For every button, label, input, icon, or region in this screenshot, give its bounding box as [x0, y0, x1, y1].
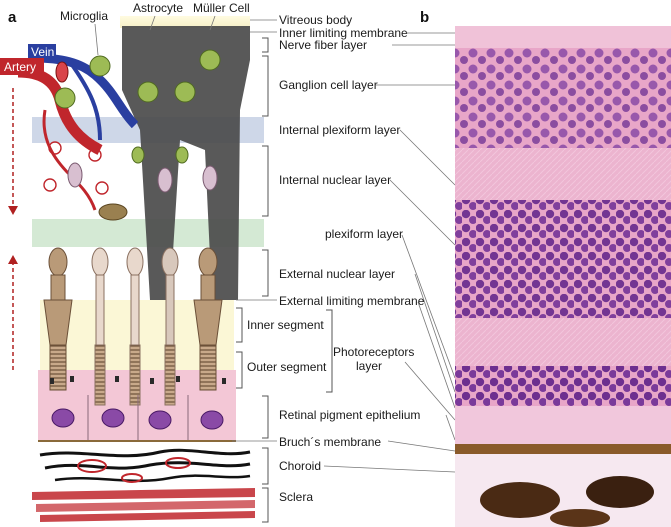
ganglion-cell [54, 87, 76, 109]
ganglion-cell [137, 81, 159, 103]
vein-label: Vein [31, 45, 54, 59]
ganglion-cell [199, 49, 221, 71]
plexiform-layer-label: plexiform layer [325, 227, 403, 241]
artery-cross-section [55, 61, 69, 83]
capillary-node [43, 178, 57, 192]
bruchs-membrane-label: Bruch´s membrane [279, 435, 381, 449]
artery-label: Artery [4, 60, 36, 74]
photoreceptor-rod [126, 247, 144, 406]
capillary-node [95, 181, 109, 195]
ganglion-cells [54, 49, 221, 109]
internal-nuclear-layer-label: Internal nuclear layer [279, 173, 391, 187]
ganglion-cell [174, 81, 196, 103]
bipolar-cell [67, 162, 83, 188]
histology-nerve-fiber [455, 26, 671, 48]
histology-choroid-melanin [480, 482, 560, 518]
muller-cell-label: Müller Cell [193, 1, 250, 15]
capillary-node [48, 141, 62, 155]
photoreceptor-rod [161, 247, 179, 406]
rpe-nucleus [148, 410, 172, 430]
photoreceptors [43, 247, 223, 406]
nerve-fiber-layer-label: Nerve fiber layer [279, 38, 367, 52]
vitreous-body-band [120, 16, 250, 28]
bipolar-cells [67, 146, 218, 193]
histology-rpe [455, 444, 671, 454]
amacrine-cell [175, 146, 189, 164]
up-flow-arrowhead [8, 255, 18, 264]
vein-vessel [34, 53, 139, 129]
histology-inner-nuclear [455, 200, 671, 318]
bipolar-cell [202, 165, 218, 191]
panel-b-histology [455, 26, 671, 527]
sclera-label: Sclera [279, 490, 313, 504]
panel-b-letter: b [420, 9, 429, 26]
vein-label-bg [28, 44, 56, 59]
histology-choroid-melanin [586, 476, 654, 508]
inner-segment-label: Inner segment [247, 318, 324, 332]
bipolar-cell [157, 167, 173, 193]
histology-ganglion-layer [455, 48, 671, 148]
histology-inner-plexiform [455, 148, 671, 200]
histology-choroid-melanin [550, 509, 610, 527]
rpe-nucleus [200, 410, 224, 430]
choroid-label: Choroid [279, 459, 321, 473]
panel-a-letter: a [8, 9, 17, 26]
photoreceptors-layer-label-line1: Photoreceptors [333, 345, 414, 359]
panel-a-diagram [8, 16, 264, 522]
down-flow-arrowhead [8, 206, 18, 215]
outer-segment-label: Outer segment [247, 360, 327, 374]
photoreceptor-cone [193, 247, 223, 391]
rpe-cells [50, 376, 226, 440]
sclera-layer [32, 488, 255, 522]
amacrine-cell [131, 146, 145, 164]
ganglion-cell-layer-label: Ganglion cell layer [279, 78, 378, 92]
capillary-node [88, 148, 102, 162]
histology-outer-nuclear [455, 366, 671, 406]
layer-labels: Vitreous body Inner limiting membrane Ne… [232, 13, 456, 523]
rpe-nucleus [101, 408, 125, 428]
horizontal-cell [98, 203, 128, 221]
histology-outer-plexiform [455, 318, 671, 366]
photoreceptor-rod [91, 247, 109, 406]
retinal-pigment-epithelium-label: Retinal pigment epithelium [279, 408, 420, 422]
microglia-label: Microglia [60, 9, 108, 23]
vein-branch [68, 60, 102, 141]
inner-limiting-membrane-label: Inner limiting membrane [279, 26, 408, 40]
astrocyte-label: Astrocyte [133, 1, 183, 15]
photoreceptors-layer-label-line2: layer [356, 359, 382, 373]
artery-label-bg [0, 58, 44, 75]
internal-plexiform-layer-label: Internal plexiform layer [279, 123, 400, 137]
external-limiting-membrane-label: External limiting membrane [279, 294, 425, 308]
choroid-layer [39, 448, 251, 483]
rpe-nucleus [51, 408, 75, 428]
vitreous-body-label: Vitreous body [279, 13, 352, 27]
ganglion-cell [89, 55, 111, 77]
histology-photoreceptor-segments [455, 406, 671, 444]
external-nuclear-layer-label: External nuclear layer [279, 267, 395, 281]
